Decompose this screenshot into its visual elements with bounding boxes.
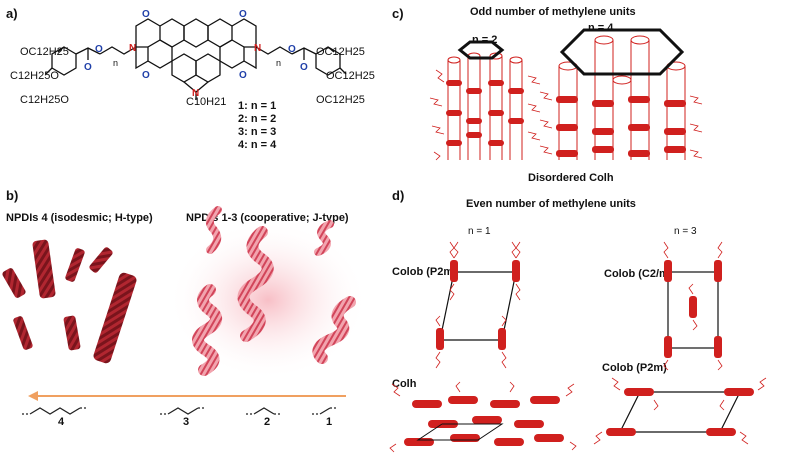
colob-p2m-n1-lattice [435, 241, 521, 369]
panel-c-caption: Disordered Colh [528, 172, 614, 184]
phase-colob-c2m: Colob (C2/m) [604, 268, 673, 280]
disordered-colh-small [429, 40, 541, 161]
nitrogen-atom: N [254, 43, 261, 54]
chain-label-3: 3 [183, 416, 190, 428]
methylene-chain-sketches [22, 407, 338, 415]
panel-d-title: Even number of methylene units [466, 198, 636, 210]
oxygen-atom: O [239, 70, 247, 81]
oxygen-atom: O [300, 62, 308, 73]
chain-label-2: 2 [264, 416, 271, 428]
panel-a-label: a) [6, 6, 18, 21]
n-subscript-right: n [276, 58, 282, 68]
panel-c-label: c) [392, 6, 404, 21]
compound-2: 2: n = 2 [238, 113, 277, 125]
odd-even-arrow [28, 391, 346, 401]
substituent-top-left-1: OC12H25 [20, 46, 69, 58]
j-type-aggregates [168, 206, 368, 380]
panel-b-label: b) [6, 188, 19, 203]
colh-lattice [389, 381, 577, 453]
phase-colob-p2m-bottom: Colob (P2m) [602, 362, 667, 374]
oxygen-atom: O [84, 62, 92, 73]
nitrogen-atom: N [129, 43, 136, 54]
h-type-aggregates [2, 239, 137, 364]
compound-1: 1: n = 1 [238, 100, 277, 112]
panel-d-n3-label: n = 3 [674, 226, 697, 237]
chain-label-1: 1 [326, 416, 333, 428]
oxygen-atom: O [142, 9, 150, 20]
oxygen-atom: O [142, 70, 150, 81]
nitrogen-atom: N [192, 88, 199, 99]
oxygen-atom: O [239, 9, 247, 20]
heteroatom-labels: O O O O N N N O O O O [84, 9, 308, 99]
substituent-top-right-2: OC12H25 [326, 70, 375, 82]
chain-label-4: 4 [58, 416, 65, 428]
npdi-molecule-structure [45, 18, 347, 100]
disordered-colh-large [539, 28, 703, 160]
substituent-top-left-3: C12H25O [20, 94, 69, 106]
compound-4: 4: n = 4 [238, 139, 277, 151]
substituent-top-right-3: OC12H25 [316, 94, 365, 106]
colob-p2m-n3-lattice [593, 377, 767, 445]
oxygen-atom: O [288, 44, 296, 55]
oxygen-atom: O [95, 44, 103, 55]
panel-d-n1-label: n = 1 [468, 226, 491, 237]
panel-c-title: Odd number of methylene units [470, 6, 636, 18]
panel-b-left-title: NPDIs 4 (isodesmic; H-type) [6, 212, 153, 224]
colob-c2m-n3-lattice [663, 241, 723, 371]
phase-colh: Colh [392, 378, 417, 390]
n-subscript-left: n [113, 58, 119, 68]
substituent-top-right-1: OC12H25 [316, 46, 365, 58]
panel-d-label: d) [392, 188, 405, 203]
phase-colob-p2m-top: Colob (P2m) [392, 266, 457, 278]
panel-b-right-title: NPDIs 1-3 (cooperative; J-type) [186, 212, 349, 224]
compound-3: 3: n = 3 [238, 126, 277, 138]
